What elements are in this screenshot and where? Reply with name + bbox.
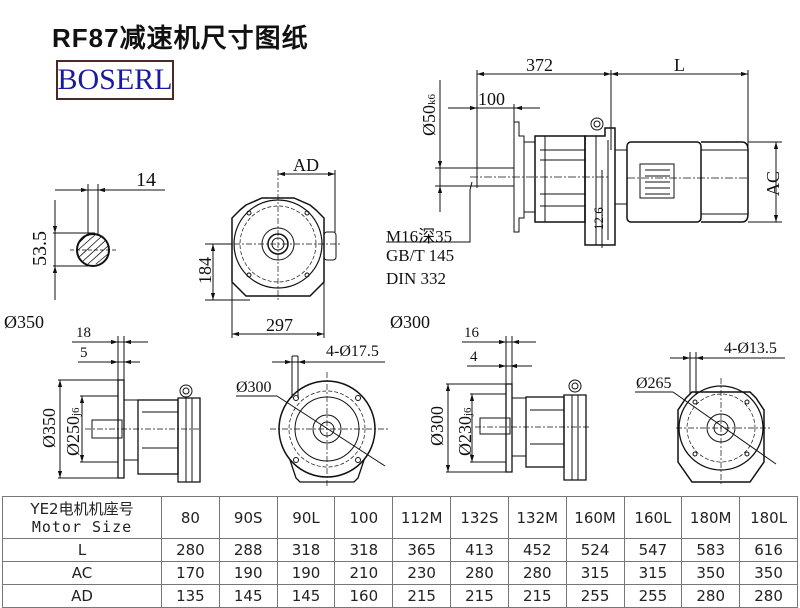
table-cell: 413	[450, 538, 509, 562]
col-header: 90S	[218, 496, 278, 539]
dim-spigot-230-tol: j6	[462, 407, 474, 416]
dim-shaft-dia-tol: k6	[426, 94, 438, 105]
thread-note-m16: M16深35	[386, 227, 453, 246]
flange-300-front-drawing	[635, 352, 785, 486]
dim-holes-17-5: 4-Ø17.5	[326, 343, 379, 360]
table-cell: 280	[507, 561, 567, 585]
table-cell: 230	[392, 561, 452, 585]
header-cn: YE2电机机座号	[30, 499, 134, 518]
dim-14: 14	[136, 169, 156, 191]
table-cell: 215	[392, 584, 452, 608]
dim-12-6: 12.6	[591, 207, 606, 230]
dim-297: 297	[266, 315, 293, 335]
table-cell: 280	[161, 538, 220, 562]
row-label: AD	[2, 584, 162, 608]
flange-350-side-drawing	[57, 336, 201, 483]
row-label: AC	[2, 561, 162, 585]
table-cell: 616	[739, 538, 798, 562]
dim-spigot-230: Ø230j6	[455, 407, 475, 456]
table-cell: 170	[161, 561, 220, 585]
col-header: 112M	[392, 496, 452, 539]
table-cell: 365	[392, 538, 452, 562]
table-cell: 190	[218, 561, 278, 585]
table-cell: 350	[681, 561, 741, 585]
dim-spigot-250-value: Ø250	[63, 416, 83, 456]
dim-spigot-230-value: Ø230	[455, 416, 475, 456]
table-cell: 215	[507, 584, 567, 608]
table-cell: 215	[450, 584, 509, 608]
front-view-drawing	[205, 170, 340, 338]
col-header: 90L	[276, 496, 336, 539]
table-cell: 315	[565, 561, 625, 585]
dim-372: 372	[526, 55, 553, 75]
flange-350-caption: Ø350	[4, 312, 44, 332]
dim-53-5: 53.5	[29, 231, 51, 266]
table-cell: 350	[739, 561, 798, 585]
col-header: 160M	[565, 496, 625, 539]
table-cell: 547	[623, 538, 683, 562]
dim-5: 5	[80, 345, 88, 361]
dim-184: 184	[195, 257, 215, 284]
table-cell: 255	[623, 584, 683, 608]
row-label: L	[2, 538, 162, 562]
table-cell: 288	[218, 538, 278, 562]
flange-300-caption: Ø300	[390, 312, 430, 332]
col-header: 80	[161, 496, 220, 539]
dim-bolt-265: Ø265	[636, 375, 672, 392]
table-header-row: YE2电机机座号 Motor Size 80 90S 90L 100 112M …	[2, 496, 798, 539]
table-cell: 190	[276, 561, 336, 585]
dim-bolt-300: Ø300	[236, 379, 272, 396]
table-row-l: L 280 288 318 318 365 413 452 524 547 58…	[2, 538, 798, 562]
table-cell: 145	[218, 584, 278, 608]
table-cell: 280	[681, 584, 741, 608]
dim-spigot-250-tol: j6	[70, 407, 82, 416]
table-cell: 318	[276, 538, 336, 562]
thread-note-din: DIN 332	[386, 269, 446, 288]
table-cell: 280	[739, 584, 798, 608]
brand-logo: BOSERL	[56, 60, 174, 100]
dim-holes-13-5: 4-Ø13.5	[724, 340, 777, 357]
table-cell: 318	[334, 538, 394, 562]
table-cell: 145	[276, 584, 336, 608]
col-header: 132M	[507, 496, 567, 539]
flange-300-side-drawing	[445, 336, 590, 481]
table-cell: 452	[507, 538, 567, 562]
table-cell: 583	[681, 538, 741, 562]
page-title: RF87减速机尺寸图纸	[52, 23, 309, 53]
col-header: 100	[334, 496, 394, 539]
dim-16: 16	[464, 325, 479, 341]
side-view-drawing	[386, 70, 782, 248]
col-header: 160L	[623, 496, 683, 539]
table-cell: 315	[623, 561, 683, 585]
table-cell: 160	[334, 584, 394, 608]
table-cell: 255	[565, 584, 625, 608]
flange-350-front-drawing	[236, 355, 388, 486]
header-en: Motor Size	[31, 517, 133, 536]
dim-100: 100	[478, 89, 505, 109]
dim-shaft-dia-value: Ø50	[419, 105, 439, 136]
col-header: 180M	[681, 496, 741, 539]
dim-4: 4	[470, 349, 478, 365]
dim-l: L	[674, 55, 685, 75]
table-cell: 135	[161, 584, 220, 608]
thread-note-gbt: GB/T 145	[386, 246, 455, 265]
dim-spigot-250: Ø250j6	[63, 407, 83, 456]
table-row-ac: AC 170 190 190 210 230 280 280 315 315 3…	[2, 561, 798, 585]
table-cell: 524	[565, 538, 625, 562]
col-header: 180L	[739, 496, 798, 539]
dim-shaft-dia: Ø50k6	[419, 94, 439, 136]
col-header: 132S	[450, 496, 509, 539]
dim-ad: AD	[293, 155, 319, 175]
dim-outer-350: Ø350	[39, 408, 59, 448]
dim-outer-300: Ø300	[427, 406, 447, 446]
dim-18: 18	[76, 325, 91, 341]
table-row-ad: AD 135 145 145 160 215 215 215 255 255 2…	[2, 584, 798, 608]
technical-drawing	[52, 70, 785, 486]
header-cell-motor-size: YE2电机机座号 Motor Size	[2, 496, 162, 539]
dim-ac: AC	[763, 170, 783, 196]
table-cell: 210	[334, 561, 394, 585]
motor-size-table: YE2电机机座号 Motor Size 80 90S 90L 100 112M …	[2, 496, 798, 608]
key-section-drawing	[52, 184, 165, 300]
table-cell: 280	[450, 561, 509, 585]
